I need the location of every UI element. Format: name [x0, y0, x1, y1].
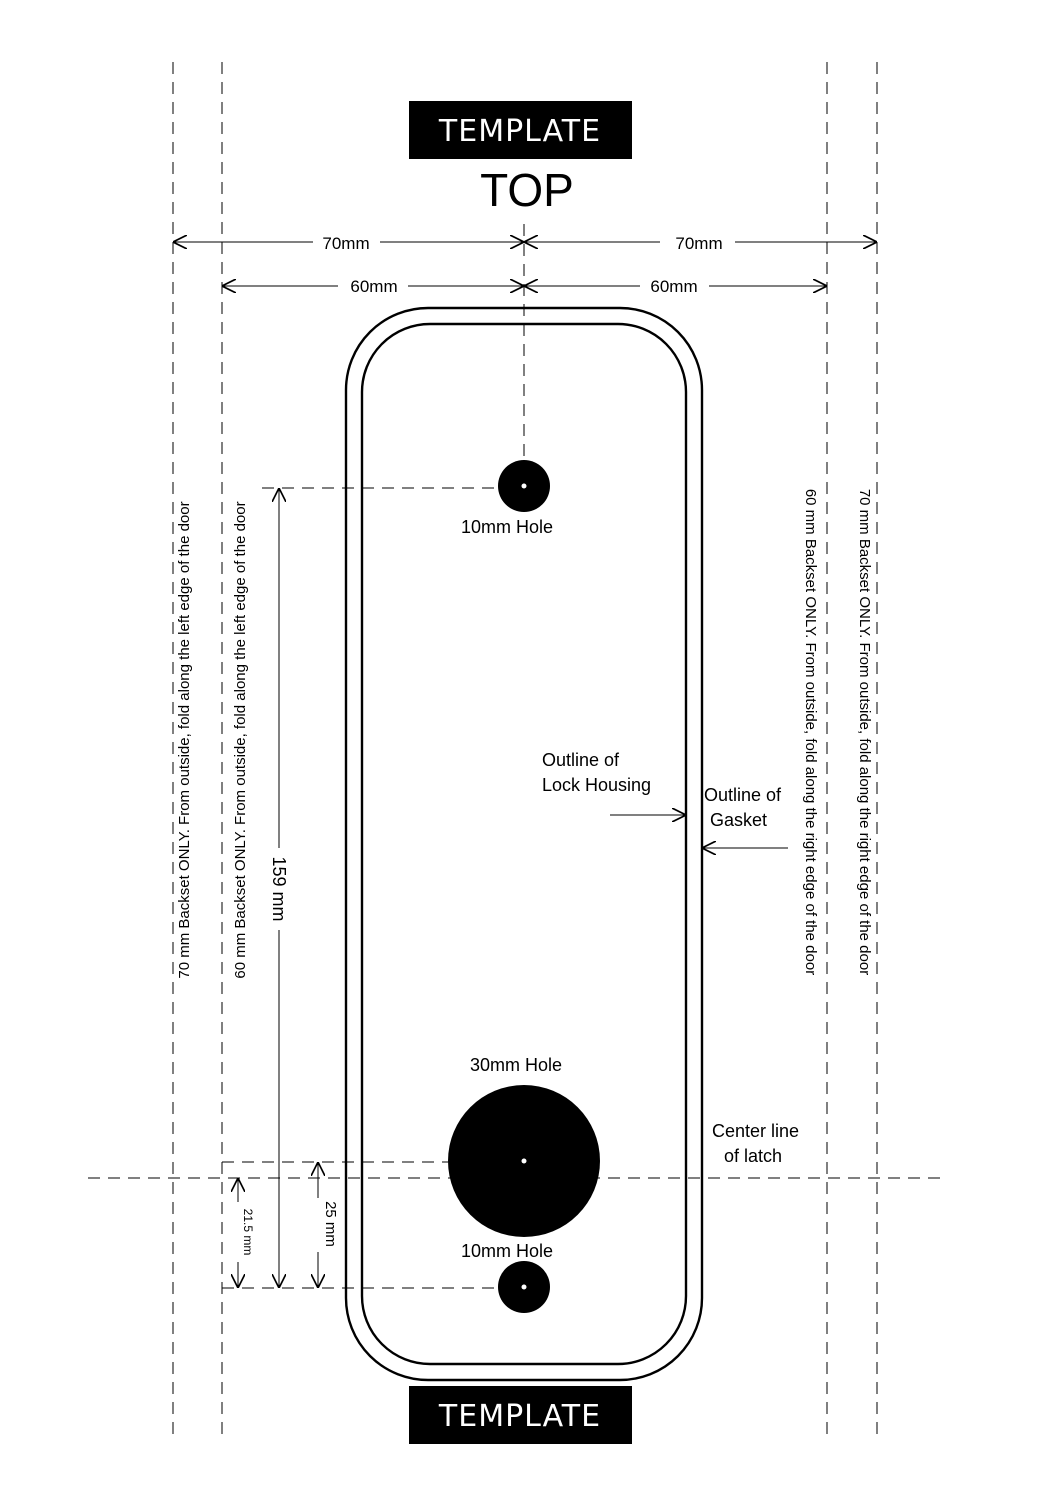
orientation-label: TOP	[480, 164, 574, 216]
gasket-callout-line1: Outline of	[704, 785, 782, 805]
latch-callout-line2: of latch	[724, 1146, 782, 1166]
dimension-25mm: 25 mm	[318, 1162, 339, 1288]
dimension-21-5mm: 21.5 mm	[238, 1178, 255, 1288]
dimension-outer-right-label: 70mm	[675, 234, 722, 253]
dimension-inner-left-label: 60mm	[350, 277, 397, 296]
template-banner-top-label: TEMPLATE	[438, 114, 601, 149]
upper-hole-label: 10mm Hole	[461, 517, 553, 537]
middle-hole-label: 30mm Hole	[470, 1055, 562, 1075]
dimension-60mm: 60mm 60mm	[222, 277, 827, 296]
housing-callout-line2: Lock Housing	[542, 775, 651, 795]
lower-hole	[498, 1261, 550, 1313]
housing-callout-line1: Outline of	[542, 750, 620, 770]
fold-note-left-70: 70 mm Backset ONLY. From outside, fold a…	[176, 501, 193, 978]
dimension-inner-right-label: 60mm	[650, 277, 697, 296]
template-banner-bottom: TEMPLATE	[409, 1386, 632, 1444]
latch-callout-line1: Center line	[712, 1121, 799, 1141]
upper-hole	[498, 460, 550, 512]
lock-housing-outline	[360, 322, 688, 1366]
fold-note-left-60: 60 mm Backset ONLY. From outside, fold a…	[232, 501, 249, 978]
dimension-latch-offset-label: 25 mm	[322, 1201, 339, 1247]
lower-hole-label: 10mm Hole	[461, 1241, 553, 1261]
middle-hole	[448, 1085, 600, 1237]
dimension-lower-offset-label: 21.5 mm	[241, 1209, 255, 1256]
dimension-70mm: 70mm 70mm	[173, 234, 877, 253]
dimension-vertical-span-label: 159 mm	[269, 856, 289, 921]
gasket-callout-line2: Gasket	[710, 810, 767, 830]
fold-note-right-60: 60 mm Backset ONLY. From outside, fold a…	[802, 489, 819, 975]
dimension-outer-left-label: 70mm	[322, 234, 369, 253]
template-banner-top: TEMPLATE	[409, 101, 632, 159]
template-banner-bottom-label: TEMPLATE	[438, 1399, 601, 1434]
dimension-159mm: 159 mm	[269, 488, 289, 1288]
fold-note-right-70: 70 mm Backset ONLY. From outside, fold a…	[856, 489, 873, 975]
